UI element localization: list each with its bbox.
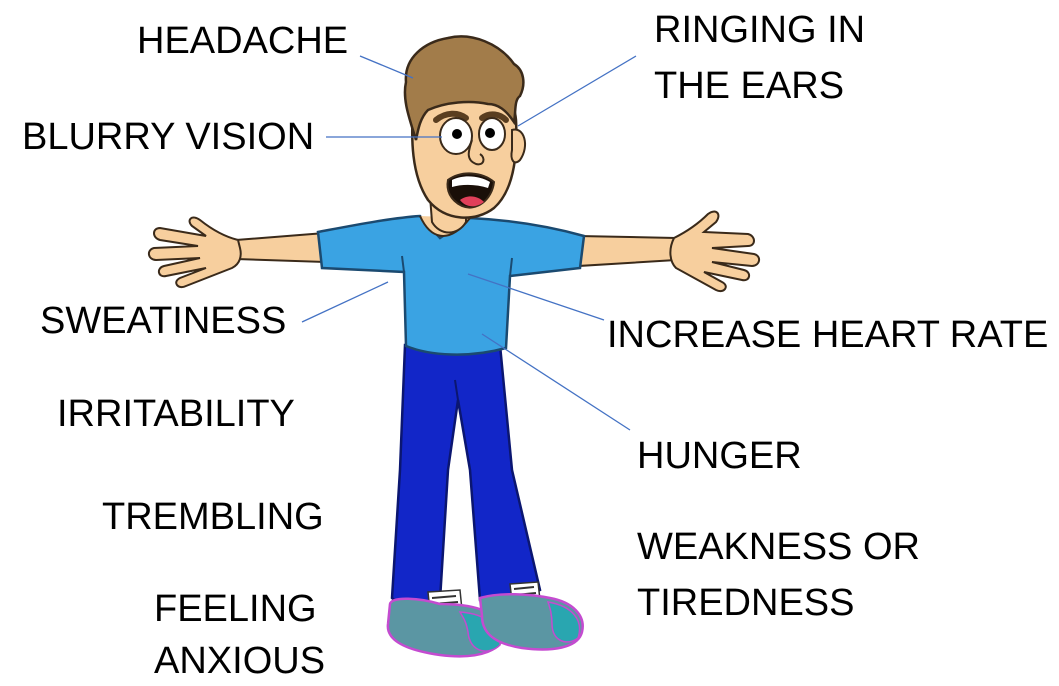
label-ringing-line1: RINGING IN xyxy=(654,7,865,53)
label-increase-heart-rate: INCREASE HEART RATE xyxy=(607,312,1048,358)
label-weakness-line2: TIREDNESS xyxy=(637,580,854,626)
shirt xyxy=(318,216,584,355)
label-sweatiness: SWEATINESS xyxy=(40,298,286,344)
label-trembling: TREMBLING xyxy=(102,494,324,540)
label-ringing-line2: THE EARS xyxy=(654,63,844,109)
label-blurry-vision: BLURRY VISION xyxy=(22,114,314,160)
label-feeling-line2: ANXIOUS xyxy=(154,638,325,684)
leader-line-sweatiness xyxy=(302,282,388,322)
head xyxy=(405,36,525,217)
leader-line-headache xyxy=(360,56,413,78)
label-hunger: HUNGER xyxy=(637,433,802,479)
label-irritability: IRRITABILITY xyxy=(57,391,295,437)
label-weakness-line1: WEAKNESS OR xyxy=(637,524,920,570)
label-feeling-line1: FEELING xyxy=(154,586,317,632)
label-headache: HEADACHE xyxy=(137,18,348,64)
pants xyxy=(392,345,540,605)
leader-line-ringing xyxy=(518,56,636,126)
